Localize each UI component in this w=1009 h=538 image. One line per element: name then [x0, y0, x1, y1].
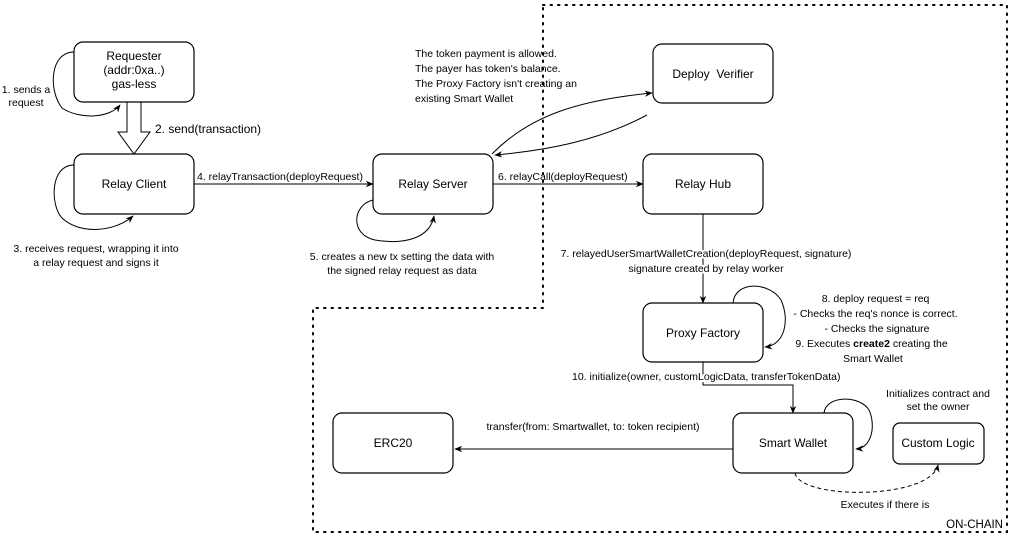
verifier-return-arrow [494, 114, 648, 158]
node-proxy-factory: Proxy Factory [642, 302, 764, 363]
node-relay-client: Relay Client [73, 153, 195, 215]
on-chain-label: ON-CHAIN [946, 519, 1003, 531]
edge-2-block-arrow [117, 101, 151, 155]
edge-4-label: 4. relayTransaction(deployRequest) [197, 171, 363, 183]
node-custom-logic: Custom Logic [892, 422, 985, 465]
edge-8-9-self-loop [732, 285, 786, 350]
node-relay-hub: Relay Hub [642, 153, 764, 215]
svg-text:Deploy Verifier: Deploy Verifier [672, 67, 753, 81]
edge-1-self-loop [52, 51, 121, 117]
svg-text:Relay Hub: Relay Hub [675, 177, 731, 191]
on-chain-region-boundary [312, 4, 1008, 533]
edge-10-label: 10. initialize(owner, customLogicData, t… [572, 371, 840, 383]
node-erc20: ERC20 [332, 412, 454, 474]
svg-text:Custom Logic: Custom Logic [901, 436, 974, 450]
svg-text:Relay Client: Relay Client [102, 177, 167, 191]
verifier-call-arrow [491, 90, 653, 155]
edge-5-label: 5. creates a new tx setting the data wit… [310, 251, 495, 277]
node-relay-server: Relay Server [372, 153, 494, 215]
svg-text:Smart Wallet: Smart Wallet [759, 436, 828, 450]
svg-text:Relay Server: Relay Server [398, 177, 467, 191]
transfer-label: transfer(from: Smartwallet, to: token re… [487, 421, 700, 433]
edge-10-arrow [702, 362, 797, 414]
verifier-note: The token payment is allowed. The payer … [415, 48, 580, 105]
svg-text:Requester(addr:0xa..)gas-less: Requester(addr:0xa..)gas-less [103, 49, 164, 91]
svg-text:Proxy Factory: Proxy Factory [666, 326, 740, 340]
node-deploy-verifier: Deploy Verifier [652, 43, 774, 104]
node-smart-wallet: Smart Wallet [732, 412, 854, 474]
edge-6-label: 6. relayCall(deployRequest) [498, 171, 628, 183]
edge-5-self-loop [356, 199, 436, 243]
edge-2-label: 2. send(transaction) [155, 122, 261, 136]
edge-7-label: 7. relayedUserSmartWalletCreation(deploy… [561, 248, 852, 275]
edge-8-label: 8. deploy request = req - Checks the req… [793, 293, 960, 335]
svg-text:ERC20: ERC20 [374, 436, 413, 450]
node-requester: Requester(addr:0xa..)gas-less [73, 41, 195, 103]
smart-wallet-self-loop [823, 398, 873, 452]
edge-3-self-loop [53, 164, 134, 230]
custom-exec-label: Executes if there is [841, 499, 930, 511]
custom-logic-dashed-arrow [794, 464, 940, 493]
edge-9-label: 9. Executes create2 creating the Smart W… [795, 338, 950, 365]
